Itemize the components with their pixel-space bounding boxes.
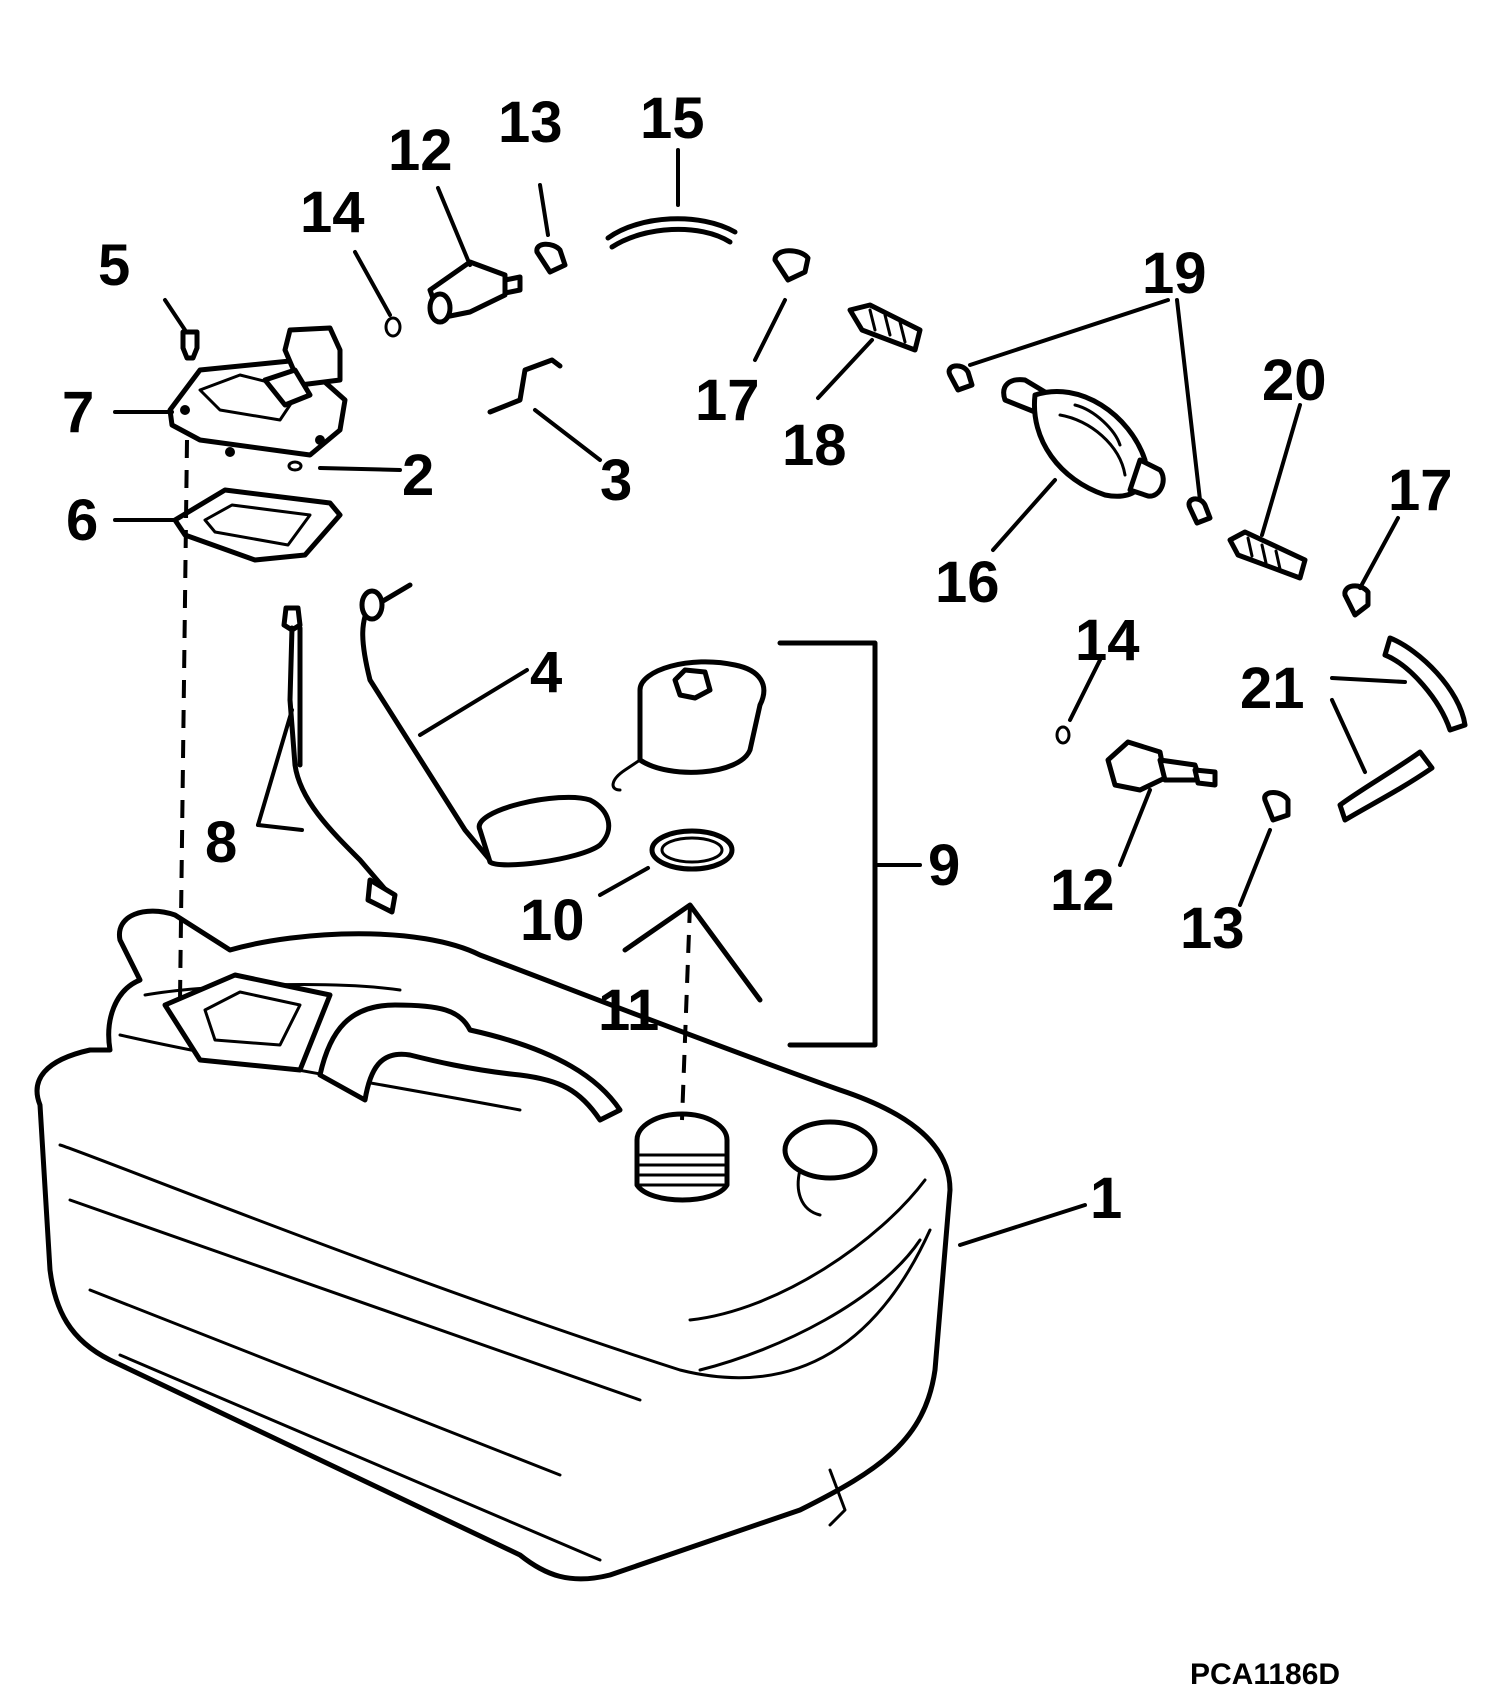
hose-clamp-19-right bbox=[1186, 496, 1213, 526]
hose-clamp-19-left bbox=[946, 363, 975, 393]
fuel-hose-21-upper bbox=[1382, 635, 1468, 733]
callout-5: 5 bbox=[98, 233, 130, 298]
callout-11: 11 bbox=[598, 978, 659, 1043]
gasket bbox=[172, 487, 343, 563]
callout-13-right: 13 bbox=[1180, 896, 1245, 961]
callout-4: 4 bbox=[530, 640, 562, 705]
alignment-line-left bbox=[178, 439, 189, 1001]
callout-9: 9 bbox=[928, 833, 960, 898]
callout-17-right: 17 bbox=[1388, 458, 1453, 523]
hose-clamp-left bbox=[534, 241, 568, 275]
callout-7: 7 bbox=[62, 380, 94, 445]
callout-12-right: 12 bbox=[1050, 858, 1115, 923]
fuel-cap bbox=[611, 659, 767, 792]
figure-code: PCA1186D bbox=[1190, 1658, 1340, 1686]
callout-6: 6 bbox=[66, 488, 98, 553]
connector-fitting-20 bbox=[1227, 529, 1308, 581]
hose-clamp-17-top bbox=[772, 248, 811, 283]
callout-18: 18 bbox=[782, 413, 847, 478]
callout-14-top: 14 bbox=[300, 180, 365, 245]
callout-10: 10 bbox=[520, 888, 585, 953]
cap-gasket-inner bbox=[660, 836, 724, 864]
pickup-tube bbox=[281, 605, 398, 915]
fuel-hose-short bbox=[605, 216, 738, 241]
fuel-tank bbox=[34, 908, 953, 1582]
o-ring-left bbox=[384, 316, 402, 338]
callout-12-top: 12 bbox=[388, 118, 453, 183]
callout-16: 16 bbox=[935, 550, 1000, 615]
hose-clamp-right bbox=[1262, 790, 1291, 823]
callout-20: 20 bbox=[1262, 348, 1327, 413]
callout-15: 15 bbox=[640, 86, 705, 151]
screw bbox=[180, 329, 200, 361]
callout-8: 8 bbox=[205, 810, 237, 875]
callout-19: 19 bbox=[1142, 241, 1207, 306]
alignment-line-center bbox=[680, 904, 692, 1121]
retainer bbox=[622, 902, 763, 1003]
hose-clamp-17-right bbox=[1342, 583, 1371, 618]
fuel-hose-21-lower bbox=[1337, 749, 1435, 823]
fuel-connector-assembly bbox=[167, 325, 348, 458]
callout-17-top: 17 bbox=[695, 368, 760, 433]
fuel-fitting-right bbox=[1105, 739, 1218, 793]
callout-14-right: 14 bbox=[1075, 608, 1140, 673]
callout-13-top: 13 bbox=[498, 90, 563, 155]
o-ring-small bbox=[287, 460, 303, 472]
callout-3: 3 bbox=[600, 448, 632, 513]
bracket bbox=[487, 357, 563, 415]
connector-fitting-18 bbox=[847, 302, 923, 353]
primer-bulb bbox=[1001, 377, 1166, 499]
callout-bracket-9 bbox=[777, 640, 878, 1048]
fuel-fitting-left bbox=[427, 259, 523, 325]
callout-1: 1 bbox=[1090, 1166, 1122, 1231]
callout-2: 2 bbox=[402, 443, 434, 508]
o-ring-right bbox=[1055, 725, 1071, 745]
callout-21: 21 bbox=[1240, 656, 1305, 721]
fuel-gauge-float bbox=[359, 582, 612, 868]
